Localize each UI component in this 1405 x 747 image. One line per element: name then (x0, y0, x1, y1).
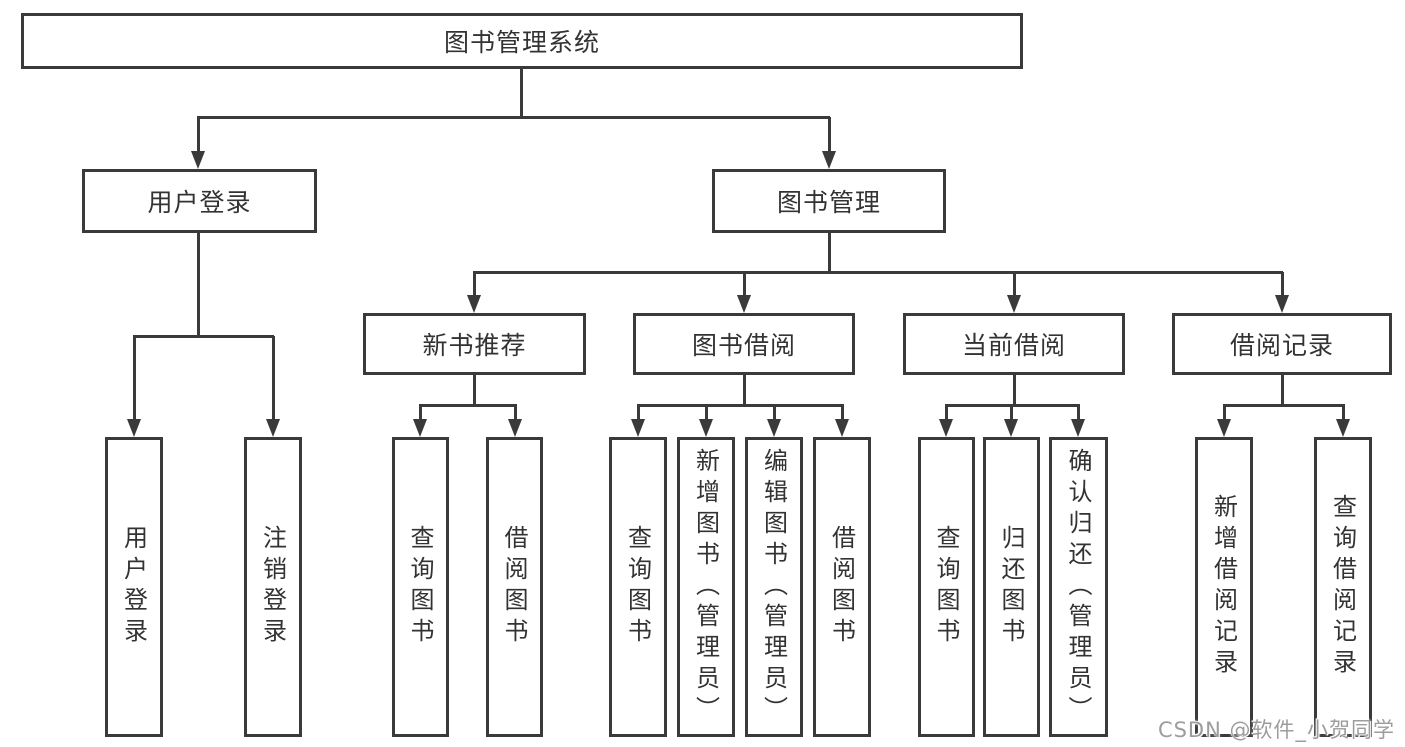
leaf-edit-books-admin: 编辑图书（管理员） (745, 437, 803, 737)
connector-line (1223, 404, 1345, 407)
arrowhead (413, 419, 427, 437)
leaf-add-borrow-record: 新增借阅记录 (1195, 437, 1253, 737)
node-label: 用户登录 (147, 188, 252, 217)
connector-line (272, 336, 275, 421)
arrowhead (822, 151, 836, 169)
connector-line (197, 233, 200, 336)
connector-line (419, 405, 422, 421)
arrowhead (1004, 419, 1018, 437)
connector-line (828, 233, 831, 273)
connector-line (419, 404, 517, 407)
leaf-confirm-return-admin: 确认归还（管理员） (1049, 437, 1108, 737)
connector-line (743, 272, 746, 296)
connector-line (743, 375, 746, 406)
connector-line (473, 271, 1283, 274)
node-label: 当前借阅 (961, 331, 1066, 360)
node-label: 图书借阅 (691, 331, 796, 360)
node-label: 编辑图书（管理员） (759, 447, 788, 727)
arrowhead (266, 419, 280, 437)
connector-line (133, 336, 136, 421)
leaf-return-books: 归还图书 (983, 437, 1040, 737)
connector-line (1013, 272, 1016, 296)
arrowhead (1336, 419, 1350, 437)
leaf-add-books-admin: 新增图书（管理员） (677, 437, 735, 737)
arrowhead (699, 419, 713, 437)
arrowhead (1071, 419, 1085, 437)
arrowhead (191, 151, 205, 169)
node-label: 新增借阅记录 (1209, 494, 1238, 680)
leaf-borrow-books-2: 借阅图书 (813, 437, 871, 737)
node-borrowing-records: 借阅记录 (1172, 313, 1392, 375)
connector-line (197, 116, 830, 119)
arrowhead (1007, 295, 1021, 313)
node-label: 图书管理 (776, 188, 881, 217)
connector-line (197, 117, 200, 155)
node-label: 归还图书 (997, 525, 1025, 649)
connector-line (945, 405, 948, 421)
connector-line (841, 405, 844, 421)
node-label: 借阅记录 (1229, 331, 1334, 360)
connector-line (1010, 405, 1013, 421)
arrowhead (737, 295, 751, 313)
arrowhead (467, 295, 481, 313)
leaf-query-books-3: 查询图书 (918, 437, 975, 737)
connector-line (705, 405, 708, 421)
node-label: 新增图书（管理员） (691, 447, 720, 727)
connector-line (514, 405, 517, 421)
node-label: 借阅图书 (500, 525, 528, 649)
leaf-logout: 注销登录 (244, 437, 302, 737)
node-label: 确认归还（管理员） (1064, 447, 1092, 727)
node-current-borrowing: 当前借阅 (903, 313, 1125, 375)
arrowhead (508, 419, 522, 437)
connector-line (1342, 405, 1345, 421)
leaf-query-books-1: 查询图书 (392, 437, 449, 737)
arrowhead (631, 419, 645, 437)
arrowhead (835, 419, 849, 437)
node-label: 查询借阅记录 (1328, 494, 1357, 680)
node-label: 查询图书 (932, 525, 960, 649)
connector-line (473, 272, 476, 296)
node-label: 查询图书 (623, 525, 652, 649)
node-label: 图书管理系统 (443, 28, 600, 57)
leaf-user-login: 用户登录 (105, 437, 163, 737)
connector-line (1281, 375, 1284, 406)
connector-line (473, 375, 476, 406)
arrowhead (939, 419, 953, 437)
connector-line (133, 335, 274, 338)
node-label: 注销登录 (258, 525, 287, 649)
connector-line (1013, 375, 1016, 406)
node-label: 用户登录 (119, 525, 148, 649)
arrowhead (1217, 419, 1231, 437)
connector-line (1281, 272, 1284, 296)
connector-line (1223, 405, 1226, 421)
connector-line (637, 404, 844, 407)
node-label: 新书推荐 (422, 331, 527, 360)
leaf-query-books-2: 查询图书 (609, 437, 667, 737)
node-user-login: 用户登录 (82, 169, 317, 233)
watermark: CSDN @软件_小贺同学 (1157, 718, 1395, 742)
node-book-borrowing: 图书借阅 (633, 313, 855, 375)
connector-line (773, 405, 776, 421)
arrowhead (127, 419, 141, 437)
node-label: 查询图书 (406, 525, 434, 649)
connector-line (828, 117, 831, 155)
arrowhead (1275, 295, 1289, 313)
connector-line (1077, 405, 1080, 421)
arrowhead (767, 419, 781, 437)
node-book-management: 图书管理 (712, 169, 946, 233)
leaf-borrow-books-1: 借阅图书 (486, 437, 543, 737)
node-new-book-recommendation: 新书推荐 (363, 313, 586, 375)
node-root-library-management-system: 图书管理系统 (21, 13, 1023, 69)
node-label: 借阅图书 (827, 525, 856, 649)
connector-line (520, 69, 523, 117)
leaf-query-borrow-record: 查询借阅记录 (1314, 437, 1372, 737)
connector-line (637, 405, 640, 421)
